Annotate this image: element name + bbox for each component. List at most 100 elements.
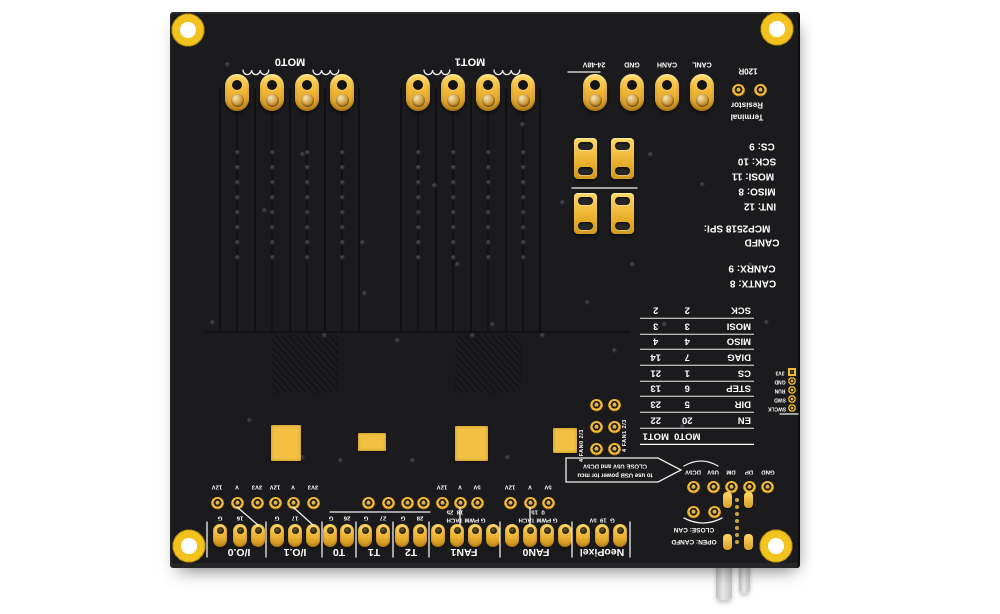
terminal-pad: [620, 74, 644, 111]
isolation-slot: [324, 88, 326, 332]
swd-pin-label: SWCLK: [767, 405, 787, 412]
header-pad: [251, 524, 265, 547]
header-pad: [268, 497, 282, 510]
table-cell: CS: [737, 367, 751, 379]
via-dot: [234, 255, 240, 260]
usb-pin-label: GND: [761, 468, 775, 475]
via-dot: [485, 255, 491, 260]
usb-footprint-pad: [723, 534, 732, 550]
header-pad: [361, 497, 375, 510]
inductor-icon: [423, 69, 451, 76]
via-dot: [415, 150, 421, 155]
copper-trace: [452, 112, 454, 332]
spi-note-line: SCK: 10: [737, 155, 777, 167]
header-pad: [486, 524, 500, 547]
via-dot: [450, 180, 456, 185]
usb-footprint-pad: [723, 492, 732, 508]
usb-footprint-via: [735, 519, 739, 523]
via-dot: [630, 262, 635, 267]
via-dot: [485, 240, 491, 245]
can-mode-closed: CLOSE: CAN: [673, 525, 715, 533]
aux-fan-pad: [607, 398, 621, 412]
terminal-pad: [406, 74, 430, 111]
via-dot: [450, 195, 456, 200]
header-pad: [400, 497, 414, 510]
copper-trace: [522, 112, 524, 332]
via-dot: [304, 225, 310, 230]
swd-pad: [788, 404, 796, 412]
via-dot: [362, 291, 367, 296]
usb-footprint-pad: [744, 492, 753, 508]
via-dot: [748, 262, 753, 267]
via-dot: [415, 240, 421, 245]
table-cell: 2: [684, 304, 690, 316]
terminal-pad: [260, 74, 284, 111]
via-dot: [269, 240, 275, 245]
aux-fan-pad: [589, 420, 603, 434]
via-dot: [520, 122, 525, 127]
via-dot: [700, 182, 705, 187]
smd-pad: [611, 193, 634, 234]
mounting-hole: [760, 12, 794, 46]
usb-signal-pad: [706, 480, 720, 494]
header-pad: [340, 524, 354, 547]
pin-label: G 19 5V: [589, 516, 615, 523]
terminal-resistor-pad: [731, 83, 745, 97]
copper-trace: [205, 331, 630, 333]
via-dot: [210, 320, 215, 325]
via-dot: [450, 150, 456, 155]
via-dot: [485, 165, 491, 170]
via-dot: [560, 200, 565, 205]
via-dot: [520, 150, 526, 155]
via-dot: [410, 458, 415, 463]
aux-fan-pad: [589, 442, 603, 456]
spi-note-line: MISO: 8: [738, 185, 776, 197]
smd-pad: [574, 138, 597, 179]
mounting-hole: [172, 529, 206, 563]
via-dot: [247, 418, 252, 423]
usb-signal-pad: [686, 480, 700, 494]
spi-note-line: MOSI: 11: [731, 170, 775, 182]
via-dot: [485, 150, 491, 155]
mounting-hole: [759, 529, 793, 563]
via-dot: [360, 240, 365, 245]
can-jumper-pad: [686, 505, 700, 519]
table-cell: 23: [650, 398, 662, 410]
swd-pad: [788, 395, 796, 403]
swd-pin-label: GND: [774, 378, 786, 385]
copper-trace: [417, 112, 419, 332]
via-dot: [339, 150, 345, 155]
via-dot: [520, 180, 526, 185]
terminal-resistor-pad: [753, 83, 767, 97]
via-dot: [520, 195, 526, 200]
via-dot: [520, 225, 526, 230]
via-dot: [304, 165, 310, 170]
pin-label: 0 15: [531, 508, 545, 515]
copper-trace: [306, 112, 308, 332]
via-dot: [415, 210, 421, 215]
via-dot: [304, 150, 310, 155]
via-dot: [485, 195, 491, 200]
header-pad: [505, 524, 519, 547]
table-cell: 2: [653, 304, 659, 316]
table-cell: 4: [684, 336, 690, 348]
terminal-pad: [295, 74, 319, 111]
can-mode-open: OPEN: CANFD: [671, 537, 717, 545]
aux-fan1-label: 4 FAN1 2/3: [622, 419, 628, 452]
isolation-slot: [539, 88, 541, 332]
via-dot: [269, 210, 275, 215]
header-pad: [453, 497, 467, 510]
table-cell: 22: [650, 414, 662, 426]
isolation-slot: [435, 88, 437, 332]
table-header-cell: MOT1: [642, 430, 669, 442]
usb-footprint-via: [735, 505, 739, 509]
spi-note-line: CANFD: [744, 236, 780, 248]
isolation-slot: [254, 88, 256, 332]
smd-pad: [574, 193, 597, 234]
via-dot: [520, 165, 526, 170]
via-dot: [234, 240, 240, 245]
ic-thermal-pad: [358, 433, 386, 451]
